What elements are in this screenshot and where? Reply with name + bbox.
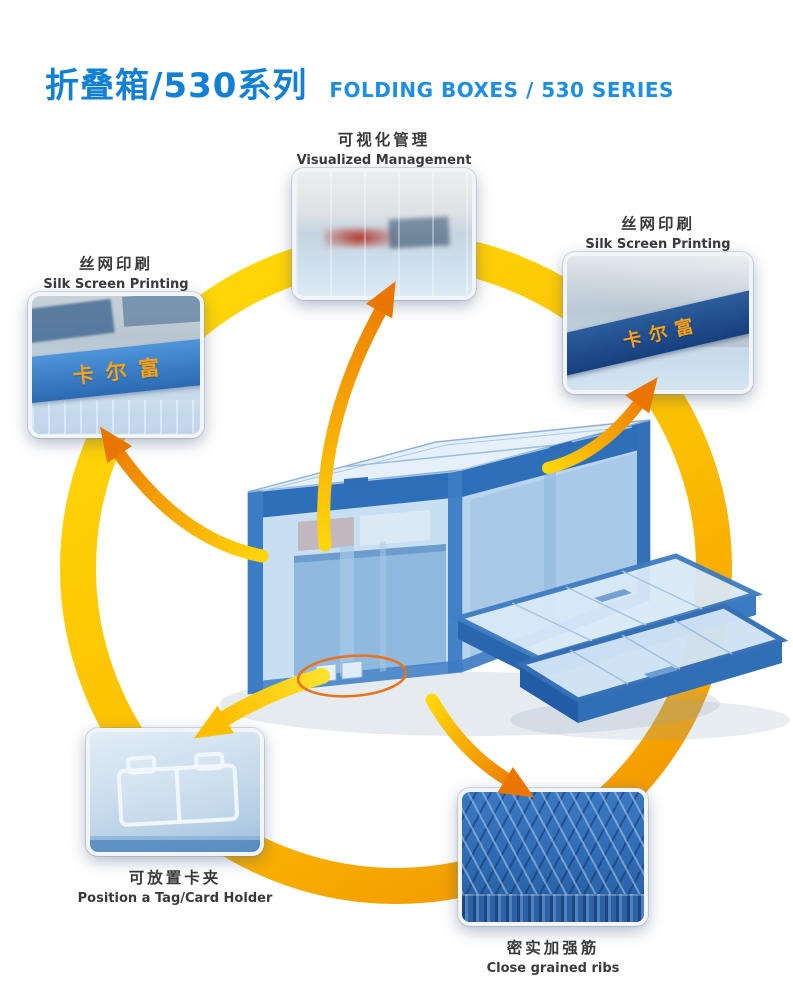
ribbed-texture-photo xyxy=(462,792,644,922)
callout-card-holder-photo xyxy=(86,728,264,856)
brand-text-left: 卡尔富 xyxy=(71,354,173,389)
folded-box-front xyxy=(513,603,789,723)
ribs-label-cn: 密实加强筋 xyxy=(506,939,600,957)
callout-silk-right-label: 丝网印刷 Silk Screen Printing xyxy=(585,212,730,252)
card-holder-clip-icon xyxy=(90,751,260,852)
photo-frame-shape xyxy=(122,296,200,327)
page-title-cn: 折叠箱/530系列 xyxy=(45,66,308,106)
callout-silk-right-photo: 卡尔富 xyxy=(563,252,753,394)
card-holder-label-en: Position a Tag/Card Holder xyxy=(77,891,273,906)
callout-visualized-photo xyxy=(292,168,476,300)
vertical-ribs-strip xyxy=(462,894,644,922)
photo-box-body xyxy=(32,400,200,434)
callout-visualized-label: 可视化管理 Visualized Management xyxy=(297,128,472,168)
callout-silk-left-photo: 卡尔富 xyxy=(28,292,204,438)
callout-card-holder-label: 可放置卡夹 Position a Tag/Card Holder xyxy=(78,866,273,906)
card-holder-label-cn: 可放置卡夹 xyxy=(128,869,222,887)
box-interior-photo xyxy=(296,172,472,296)
silk-left-label-en: Silk Screen Printing xyxy=(43,277,189,292)
ribs-label-en: Close grained ribs xyxy=(486,961,620,976)
box-edge-photo: 卡尔富 xyxy=(32,296,200,434)
silk-right-label-cn: 丝网印刷 xyxy=(620,215,696,233)
page-header: 折叠箱/530系列 FOLDING BOXES / 530 SERIES xyxy=(45,58,674,107)
callout-ribs-photo xyxy=(458,788,648,926)
printed-rim-band: 卡尔富 xyxy=(32,338,200,404)
box-edge-photo: 卡尔富 xyxy=(567,256,749,390)
silk-right-label-en: Silk Screen Printing xyxy=(585,237,731,252)
photo-frame-shape xyxy=(32,298,116,344)
photo-panel-lines xyxy=(296,172,472,296)
silk-left-label-cn: 丝网印刷 xyxy=(78,255,154,273)
callout-ribs-label: 密实加强筋 Close grained ribs xyxy=(487,936,620,976)
visualized-label-en: Visualized Management xyxy=(296,153,472,168)
visualized-label-cn: 可视化管理 xyxy=(337,131,431,149)
callout-silk-left-label: 丝网印刷 Silk Screen Printing xyxy=(43,252,188,292)
photo-red-contents xyxy=(324,226,395,248)
page-title-en: FOLDING BOXES / 530 SERIES xyxy=(329,78,674,102)
card-holder-photo xyxy=(90,732,260,852)
